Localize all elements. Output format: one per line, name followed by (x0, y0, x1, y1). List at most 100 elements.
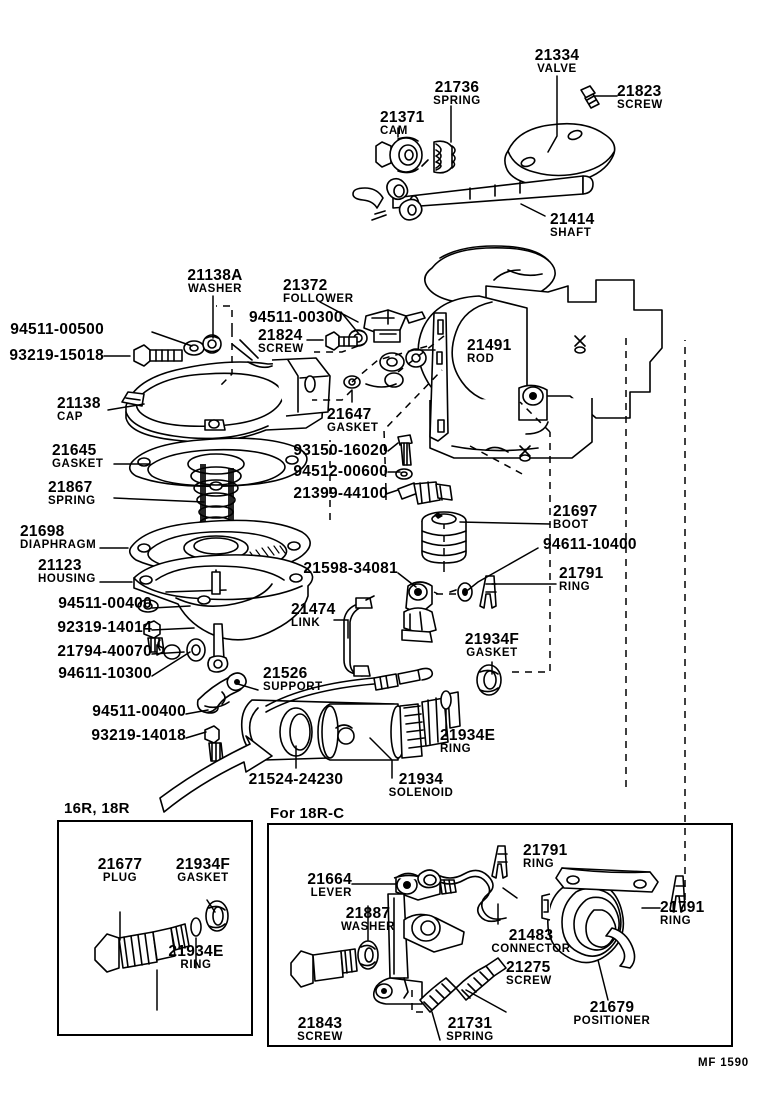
callout-screw-21824: 21824 SCREW (258, 328, 304, 355)
callout-name: BOOT (553, 518, 589, 531)
callout-number: 94512-00600 (293, 463, 388, 480)
callout-ring-21934e-main: 21934E RING (440, 728, 495, 755)
support-part (196, 672, 247, 714)
callout-93219-15018: 93219-15018 (9, 347, 104, 364)
callout-shaft-21414: 21414 SHAFT (550, 212, 595, 239)
callout-number: 92319-14014 (57, 619, 152, 636)
callout-number: 94511-00400 (58, 595, 152, 612)
callout-ring-21791-mid: 21791 RING (559, 566, 604, 593)
callout-gasket-21645: 21645 GASKET (52, 443, 104, 470)
callout-name: SUPPORT (263, 680, 323, 693)
bracket-21598-part (401, 581, 437, 643)
solenoid-assembly (240, 664, 502, 761)
callout-gasket-21934f-main: 21934F GASKET (465, 632, 519, 659)
link-part (343, 595, 375, 677)
gasket-21645-part (128, 437, 308, 491)
callout-name: PLUG (102, 871, 138, 884)
callout-name: RING (180, 958, 212, 971)
callout-positioner-21679: 21679 POSITIONER (574, 1000, 651, 1027)
callout-number: 21823 (617, 83, 662, 100)
callout-number: 93219-15018 (9, 347, 104, 364)
callout-name: SCREW (297, 1030, 343, 1043)
callout-name: SPRING (48, 494, 96, 507)
callout-number: 94511-00500 (10, 321, 104, 338)
callout-name: WASHER (187, 282, 243, 295)
shaft-part (352, 175, 594, 221)
callout-name: RING (660, 914, 692, 927)
housing-part (133, 554, 314, 673)
callout-number: 21791 (660, 899, 705, 916)
inset-pointer-arrow (159, 735, 273, 813)
fastener-column-left (137, 599, 224, 762)
callout-number: 21414 (550, 211, 595, 228)
callout-21598-34081: 21598-34081 (303, 560, 398, 577)
callout-number: 21934 (398, 771, 444, 788)
follower-and-rod (363, 309, 449, 442)
spring-21736-part (421, 140, 456, 174)
callout-plug-21677: 21677 PLUG (98, 857, 143, 884)
callout-number: 21598-34081 (303, 560, 398, 577)
callout-94511-00300: 94511-00300 (249, 309, 343, 326)
callout-name: RING (440, 742, 472, 755)
callout-name: POSITIONER (573, 1014, 651, 1027)
cam-part (375, 136, 423, 174)
callout-number: 94611-10300 (58, 665, 152, 682)
callout-gasket-21934f-inset: 21934F GASKET (176, 857, 230, 884)
callout-name: SHAFT (550, 226, 592, 239)
callout-name: LINK (291, 616, 321, 629)
callout-name: GASKET (466, 646, 518, 659)
screw-21823-part (580, 85, 600, 109)
callout-lever-21664: 21664 LEVER (307, 872, 352, 899)
callout-number: 94511-00300 (249, 309, 343, 326)
callout-spring-21731: 21731 SPRING (446, 1016, 494, 1043)
callout-spring-21736: 21736 SPRING (433, 80, 481, 107)
callout-number: 21698 (20, 523, 65, 540)
inset-caption-16r18r: 16R, 18R (64, 800, 130, 817)
callout-name: ROD (467, 352, 495, 365)
callout-number: 21697 (553, 503, 598, 520)
callout-number: 21791 (523, 842, 568, 859)
callout-94611-10400: 94611-10400 (543, 536, 637, 553)
callout-solenoid-21934: 21934 SOLENOID (389, 772, 454, 799)
callout-name: GASKET (52, 457, 104, 470)
callout-number: 93150-16020 (293, 442, 388, 459)
callout-ring-21791-top: 21791 RING (523, 843, 568, 870)
callout-93219-14018: 93219-14018 (91, 728, 186, 744)
callout-support-21526: 21526 SUPPORT (263, 666, 323, 693)
callout-name: SCREW (617, 98, 663, 111)
inset-frame-18rc (267, 823, 733, 1047)
callout-number: 21934F (175, 856, 231, 873)
callout-washer-21887: 21887 WASHER (341, 906, 395, 933)
callout-ring-21934e-inset: 21934E RING (168, 944, 223, 971)
callout-number: 94611-10400 (543, 536, 637, 553)
callout-ring-21791-right: 21791 RING (660, 900, 705, 927)
screw-21824-part (325, 331, 358, 351)
callout-number: 21474 (291, 601, 336, 618)
callout-number: 21736 (434, 79, 480, 96)
callout-number: 21645 (52, 442, 97, 459)
fastener-93150-16020 (397, 434, 413, 466)
callout-screw-21275: 21275 SCREW (506, 960, 552, 987)
part-21399-44100 (397, 481, 453, 505)
callout-washer-21138a: 21138A WASHER (187, 268, 242, 295)
callout-boot-21697: 21697 BOOT (553, 504, 598, 531)
callout-number: 21524-24230 (248, 771, 344, 788)
callout-92319-14014: 92319-14014 (57, 619, 152, 636)
callout-number: 21372 (283, 277, 328, 294)
callout-number: 21934F (464, 631, 520, 648)
callout-94511-00400-a: 94511-00400 (58, 595, 152, 612)
callout-94512-00600: 94512-00600 (293, 463, 388, 480)
callout-21399-44100: 21399-44100 (293, 486, 388, 502)
callout-number: 21138A (187, 267, 243, 284)
callout-number: 21138 (57, 395, 101, 412)
callout-name: GASKET (327, 421, 379, 434)
callout-number: 21664 (307, 871, 352, 888)
callout-valve-21334: 21334 VALVE (535, 48, 580, 75)
inset-18rc-art (290, 845, 686, 1013)
callout-number: 21791 (559, 565, 604, 582)
callout-name: HOUSING (38, 572, 96, 585)
callout-number: 21843 (297, 1015, 343, 1032)
callout-name: VALVE (537, 62, 577, 75)
callout-number: 21123 (38, 557, 82, 574)
callout-number: 21526 (263, 665, 308, 682)
